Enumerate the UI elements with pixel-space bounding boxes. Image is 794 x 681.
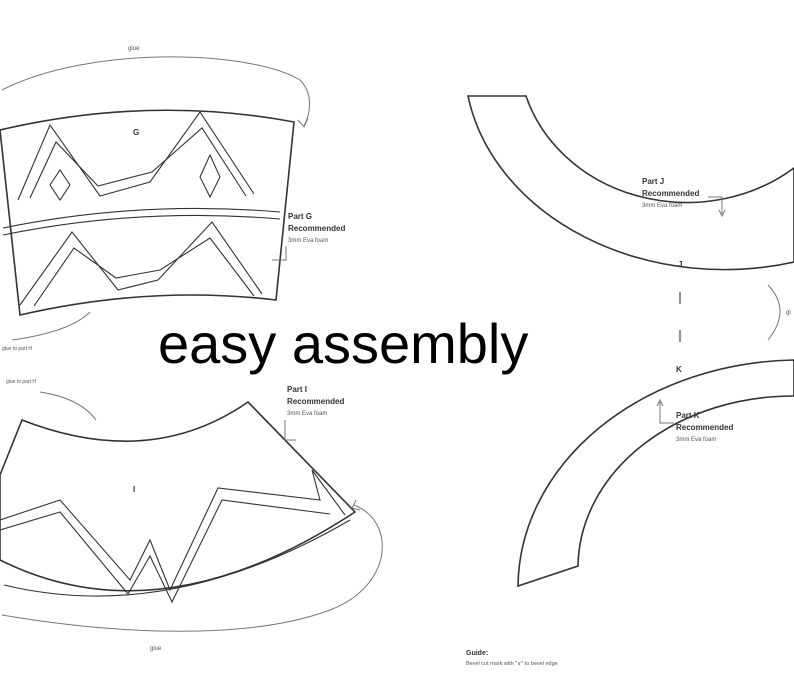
part-i-glue-arrow <box>1 504 383 632</box>
guide-text: Bevel cut mark with "∨" to bevel edge <box>466 661 558 667</box>
part-j-material: 3mm Eva foam <box>642 203 682 209</box>
part-i-zigzag-inner <box>0 499 331 604</box>
part-i-glue-h-label: glue to part H <box>6 379 36 385</box>
part-g-leader <box>272 246 287 261</box>
part-k: K Part K Recommended 3mm Eva foam <box>517 330 794 588</box>
part-j: J Part J Recommended 3mm Eva foam <box>467 95 794 304</box>
part-i-outline <box>0 400 357 592</box>
part-i-recommended: Recommended <box>287 397 344 406</box>
part-j-letter: J <box>678 260 682 269</box>
part-i-name: Part I <box>287 385 307 394</box>
part-k-leader <box>659 402 674 424</box>
part-g-outline <box>0 109 295 316</box>
part-i-zigzag-outer <box>0 469 346 592</box>
part-g-zigzag-upper-inner <box>29 127 247 199</box>
part-jk-glue-label: gl <box>786 310 791 316</box>
part-j-recommended: Recommended <box>642 189 699 198</box>
part-jk-glue-arrow <box>767 284 781 341</box>
part-g-glue-h-arrow <box>11 311 91 341</box>
part-i-glue-label: glue <box>150 646 162 652</box>
part-k-name: Part K <box>676 411 700 420</box>
part-i-letter: I <box>133 485 135 494</box>
part-g-band-bottom <box>2 214 281 236</box>
part-i-material: 3mm Eva foam <box>287 411 327 417</box>
part-g-diamond-right <box>199 153 221 199</box>
part-g-zigzag-upper-outer <box>17 111 255 201</box>
guide-title: Guide: <box>466 650 488 657</box>
part-g-letter: G <box>133 128 139 137</box>
part-g-band-top <box>2 207 281 229</box>
guide-note: Guide: Bevel cut mark with "∨" to bevel … <box>466 650 558 667</box>
part-i-bottom-band <box>3 519 351 597</box>
part-g-glue-arrow <box>1 56 310 127</box>
part-j-outline <box>467 95 794 271</box>
part-k-letter: K <box>676 365 682 374</box>
part-i: glue to part H I Part I Recommended 3mm … <box>0 379 383 652</box>
part-g-name: Part G <box>288 212 312 221</box>
part-k-recommended: Recommended <box>676 423 733 432</box>
part-k-outline <box>517 359 794 588</box>
part-g-glue-arrowhead <box>297 117 309 128</box>
part-g-zigzag-lower-inner <box>33 237 255 307</box>
part-j-leader <box>708 196 723 214</box>
part-j-leader-arrow <box>718 209 726 218</box>
part-g: glue G Part G Recommended 3mm Eva foam g… <box>0 46 345 352</box>
part-i-leader <box>284 420 296 441</box>
part-g-glue-label: glue <box>128 46 140 52</box>
part-j-name: Part J <box>642 177 664 186</box>
part-g-glue-h-label: glue to part H <box>2 346 32 352</box>
part-g-recommended: Recommended <box>288 224 345 233</box>
headline-easy-assembly: easy assembly <box>158 312 529 375</box>
part-g-material: 3mm Eva foam <box>288 238 328 244</box>
part-i-glue-arrowhead <box>351 499 361 511</box>
part-i-glue-h-arrow <box>39 391 97 421</box>
part-g-zigzag-lower-outer <box>19 221 263 306</box>
part-k-material: 3mm Eva foam <box>676 437 716 443</box>
part-g-diamond-left <box>49 169 71 201</box>
part-k-leader-arrow <box>656 398 664 407</box>
